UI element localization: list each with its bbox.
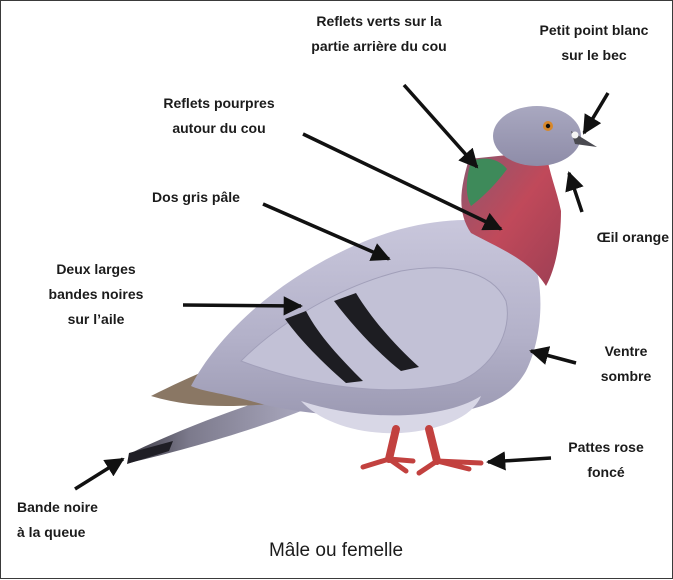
head — [493, 106, 581, 166]
arrow — [75, 459, 123, 489]
arrow — [183, 305, 301, 306]
label-dark-belly: Ventre sombre — [581, 339, 671, 389]
label-tail-band: Bande noire à la queue — [17, 495, 147, 545]
label-wing-bands: Deux larges bandes noires sur l’aile — [31, 257, 161, 332]
leg-left — [389, 429, 396, 459]
label-white-dot: Petit point blanc sur le bec — [519, 18, 669, 68]
arrow — [569, 173, 582, 212]
arrow — [488, 458, 551, 462]
label-orange-eye: Œil orange — [541, 225, 669, 250]
cere — [572, 132, 579, 139]
arrow — [263, 204, 389, 259]
arrow — [404, 85, 477, 167]
label-purple-neck: Reflets pourpres autour du cou — [129, 91, 309, 141]
label-grey-back: Dos gris pâle — [121, 185, 271, 210]
caption: Mâle ou femelle — [191, 539, 481, 563]
label-pink-feet: Pattes rose foncé — [546, 435, 666, 485]
label-green-neck: Reflets verts sur la partie arrière du c… — [284, 9, 474, 59]
arrow — [531, 351, 576, 363]
toes-right — [419, 461, 481, 473]
toes-left — [363, 459, 413, 471]
arrow — [584, 93, 608, 133]
leg-right — [429, 429, 437, 461]
